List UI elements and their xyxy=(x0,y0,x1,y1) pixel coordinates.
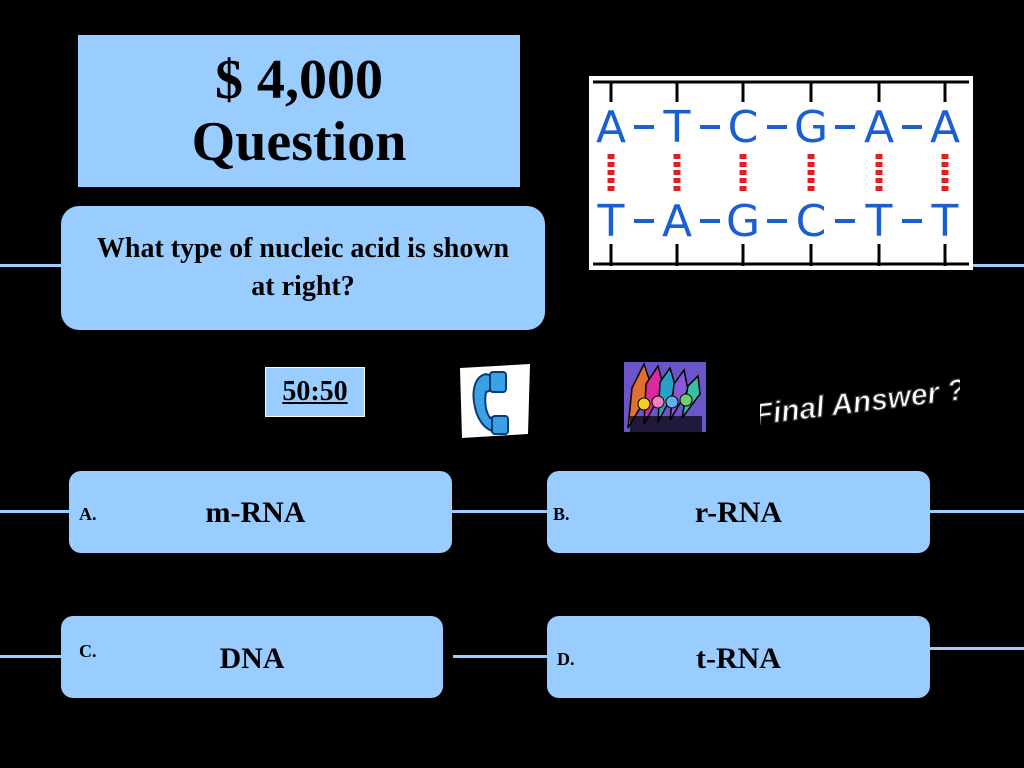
answer-b-letter: B. xyxy=(553,504,570,524)
fifty-fifty-button[interactable]: 50:50 xyxy=(265,367,365,417)
top-base-letter: A xyxy=(930,102,960,153)
final-answer-button[interactable]: Final Answer ? xyxy=(752,370,968,433)
answer-a-letter: A. xyxy=(79,504,97,524)
connector-line xyxy=(930,510,1024,513)
answer-b-text: r-RNA xyxy=(694,496,783,529)
answer-c-text: DNA xyxy=(219,642,285,675)
answer-c-letter: C. xyxy=(79,641,97,661)
bottom-base-letter: C xyxy=(796,196,827,247)
answer-c-button[interactable]: C. DNA xyxy=(61,616,443,698)
answer-d-button[interactable]: D. t-RNA xyxy=(547,616,930,698)
top-base-letter: T xyxy=(663,102,691,153)
ask-the-audience-icon[interactable] xyxy=(622,358,708,438)
fifty-fifty-label: 50:50 xyxy=(282,376,348,407)
phone-a-friend-icon[interactable] xyxy=(456,362,534,440)
final-answer-label: Final Answer ? xyxy=(760,373,960,430)
answer-b-button[interactable]: B. r-RNA xyxy=(547,471,930,553)
answer-d-letter: D. xyxy=(557,649,575,669)
bottom-base-letter: G xyxy=(726,196,760,247)
answer-d-text: t-RNA xyxy=(696,642,781,675)
connector-line xyxy=(0,264,62,267)
connector-line xyxy=(930,647,1024,650)
connector-line xyxy=(453,655,548,658)
bottom-base-letter: T xyxy=(597,196,625,247)
top-base-letter: A xyxy=(864,102,894,153)
bottom-base-letter: T xyxy=(865,196,893,247)
question-amount: $ 4,000 xyxy=(215,49,383,111)
connector-line xyxy=(0,510,70,513)
question-label: Question xyxy=(191,111,407,173)
bottom-base-letter: A xyxy=(662,196,692,247)
bottom-base-letter: T xyxy=(931,196,959,247)
connector-line xyxy=(972,264,1024,267)
top-base-letter: A xyxy=(596,102,626,153)
answer-a-text: m-RNA xyxy=(205,496,306,529)
top-base-letter: G xyxy=(794,102,828,153)
question-panel: What type of nucleic acid is shown at ri… xyxy=(61,206,545,330)
answer-a-button[interactable]: A. m-RNA xyxy=(69,471,452,553)
connector-line xyxy=(0,655,62,658)
question-text: What type of nucleic acid is shown at ri… xyxy=(96,233,510,302)
top-base-letter: C xyxy=(728,102,759,153)
connector-line xyxy=(452,510,548,513)
question-value-title: $ 4,000 Question xyxy=(78,35,520,187)
